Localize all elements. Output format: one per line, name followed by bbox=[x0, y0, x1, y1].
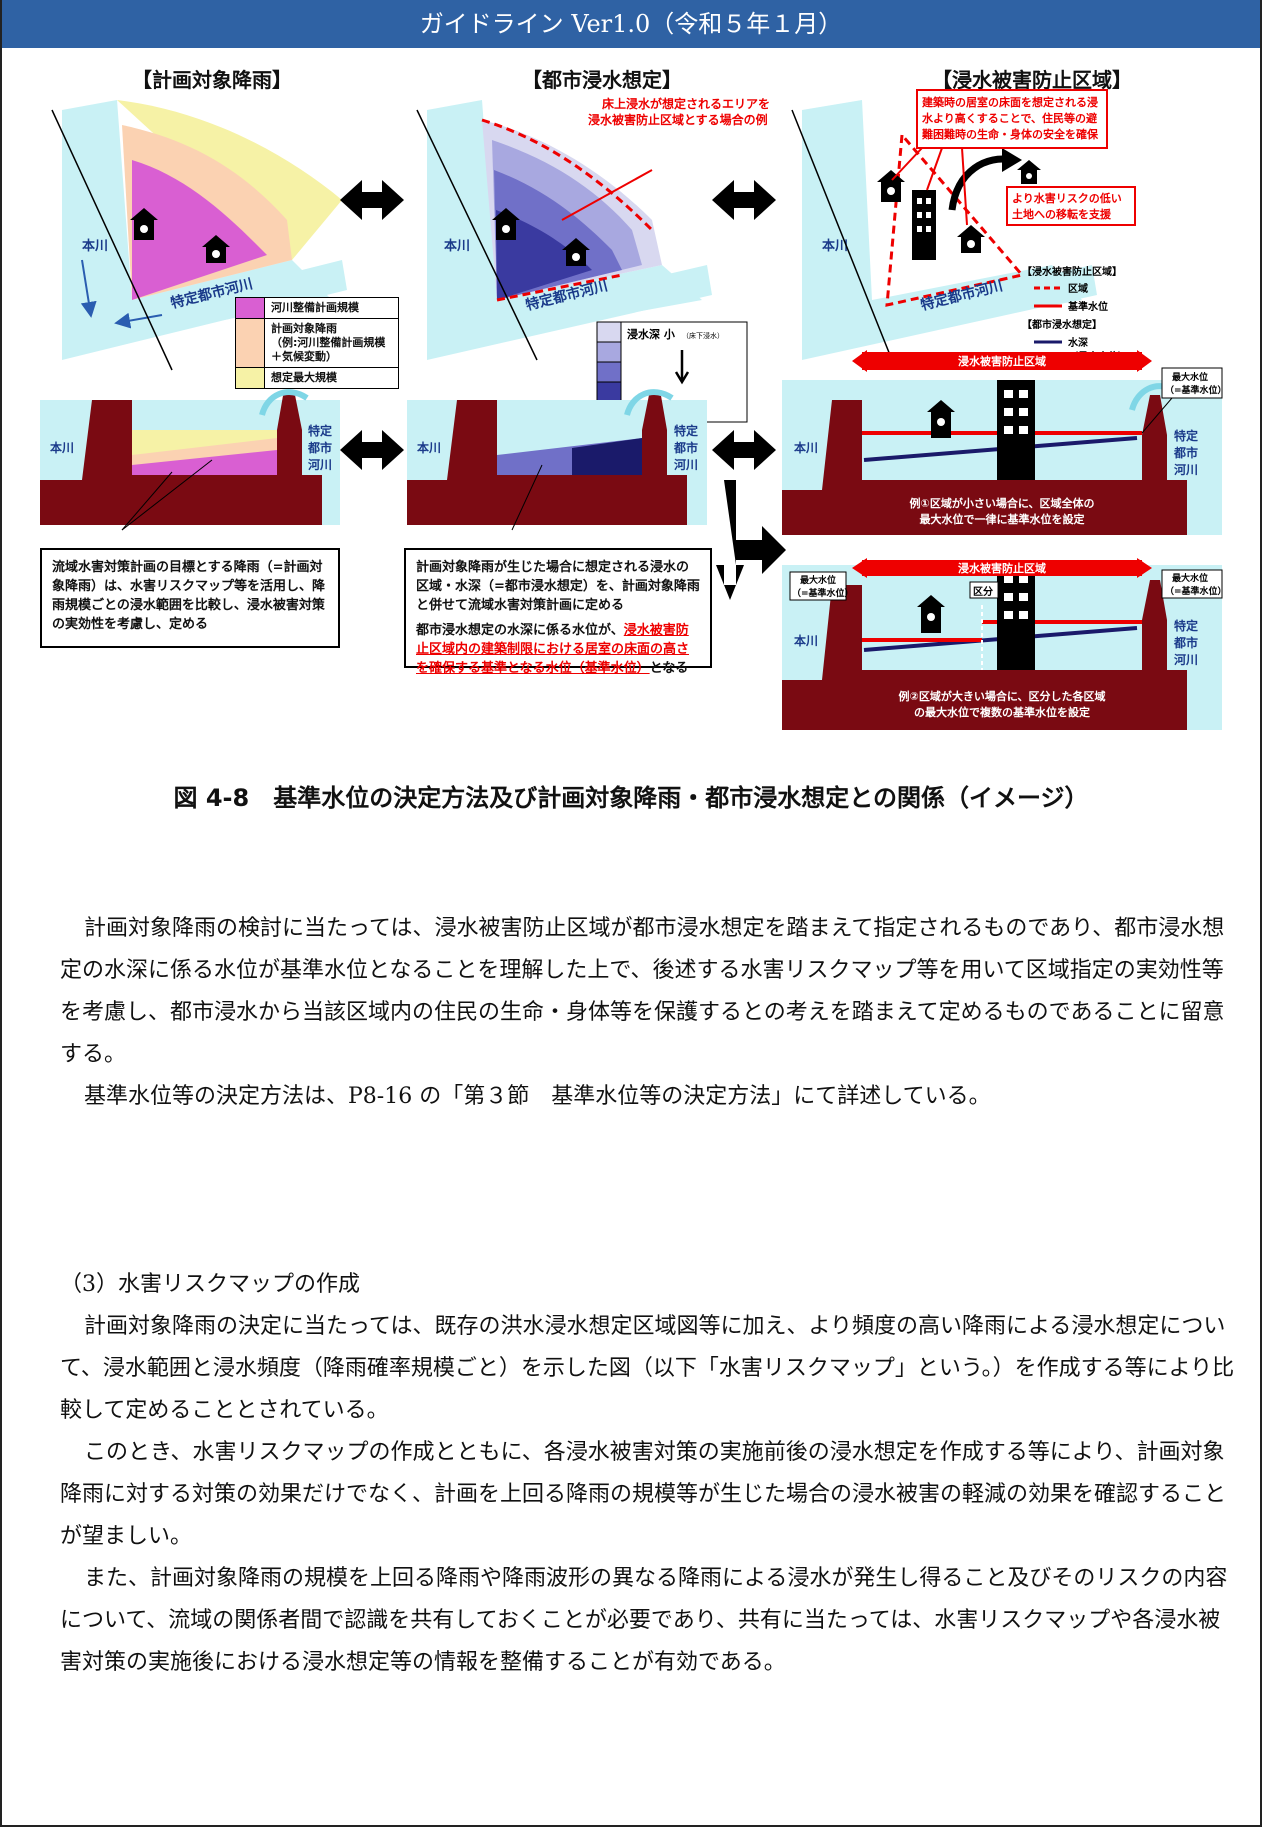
figure-graphics: 本川 特定都市河川 bbox=[40, 89, 1227, 730]
double-arrow-icon bbox=[340, 180, 786, 600]
red-note-floor-height: 建築時の居室の床面を想定される浸 水より高くすることで、住民等の避 難困難時の生… bbox=[922, 95, 1102, 141]
rain-map: 本川 特定都市河川 bbox=[51, 100, 347, 371]
urban-flood-map: 本川 特定都市河川 bbox=[416, 100, 712, 361]
svg-text:基準水位: 基準水位 bbox=[1067, 300, 1108, 313]
legend-item: 河川整備計画規模 bbox=[236, 298, 398, 319]
svg-text:特定都市河川: 特定都市河川 bbox=[1173, 618, 1198, 667]
building-icon bbox=[997, 565, 1035, 670]
house-icon bbox=[957, 225, 985, 253]
depth-shallow-label: 浸水深 小 bbox=[627, 327, 675, 341]
body-section-1: 計画対象降雨の検討に当たっては、浸水被害防止区域が都市浸水想定を踏まえて指定され… bbox=[60, 908, 1238, 1118]
paragraph: 基準水位等の決定方法は、P8-16 の「第３節 基準水位等の決定方法」にて詳述し… bbox=[84, 1084, 991, 1109]
building-icon bbox=[997, 380, 1035, 480]
figure-4-8: 【計画対象降雨】 【都市浸水想定】 【浸水被害防止区域】 本川 特定都市河川 bbox=[22, 60, 1242, 740]
house-icon bbox=[130, 208, 158, 240]
red-note-relocation: より水害リスクの低い 土地への移転を支援 bbox=[1012, 191, 1126, 221]
main-river-label: 本川 bbox=[822, 238, 848, 254]
paragraph: 計画対象降雨の検討に当たっては、浸水被害防止区域が都市浸水想定を踏まえて指定され… bbox=[60, 916, 1225, 1067]
svg-text:最大水位（=基準水位）: 最大水位（=基準水位） bbox=[792, 574, 854, 599]
panel-title-rain: 【計画対象降雨】 bbox=[132, 68, 292, 92]
red-note-flood-area: 床上浸水が想定されるエリアを 浸水被害防止区域とする場合の例 bbox=[588, 96, 774, 127]
main-river-label: 本川 bbox=[82, 238, 108, 254]
callout-urban-flood: 計画対象降雨が生じた場合に想定される浸水の区域・水深（=都市浸水想定）を、計画対… bbox=[404, 548, 712, 676]
legend-item: 想定最大規模 bbox=[236, 368, 398, 388]
house-icon bbox=[562, 238, 590, 266]
section-example-1: 本川 特定都市河川 浸水被害防止区域 最大水位（=基準水位） 例①区域が小さい場… bbox=[782, 350, 1227, 535]
svg-text:特定都市河川: 特定都市河川 bbox=[1173, 428, 1198, 477]
section-example-2: 本川 特定都市河川 浸水被害防止区域 最大水位（=基準水位） 最大水位（=基準水… bbox=[782, 558, 1227, 730]
svg-text:区域: 区域 bbox=[1068, 282, 1088, 295]
building-icon bbox=[912, 190, 936, 260]
house-icon bbox=[202, 235, 230, 263]
legend-item: 計画対象降雨 （例:河川整備計画規模 ＋気候変動） bbox=[236, 319, 398, 368]
zone-bar-label: 浸水被害防止区域 bbox=[958, 354, 1046, 368]
example-2-label: 例②区域が大きい場合に、区分した各区域の最大水位で複数の基準水位を設定 bbox=[899, 689, 1106, 719]
paragraph: 計画対象降雨の決定に当たっては、既存の洪水浸水想定区域図等に加え、より頻度の高い… bbox=[60, 1314, 1235, 1423]
svg-text:特定都市河川: 特定都市河川 bbox=[307, 423, 332, 472]
header-title: ガイドライン Ver1.0（令和５年１月） bbox=[2, 0, 1260, 48]
svg-text:最大水位（=基準水位）: 最大水位（=基準水位） bbox=[1165, 371, 1227, 396]
section-urban-flood: 本川 特定都市河川 bbox=[407, 389, 707, 531]
svg-text:（床下浸水）: （床下浸水） bbox=[682, 331, 724, 340]
main-river-label: 本川 bbox=[444, 238, 470, 254]
panel-title-prevention-zone: 【浸水被害防止区域】 bbox=[932, 68, 1132, 92]
svg-text:特定都市河川: 特定都市河川 bbox=[673, 423, 698, 472]
svg-text:浸水被害防止区域: 浸水被害防止区域 bbox=[958, 561, 1046, 575]
callout-rain: 流域水害対策計画の目標とする降雨（=計画対象降雨）は、水害リスクマップ等を活用し… bbox=[40, 548, 340, 648]
svg-text:【都市浸水想定】: 【都市浸水想定】 bbox=[1022, 318, 1102, 331]
svg-text:水深: 水深 bbox=[1067, 336, 1088, 349]
house-icon bbox=[927, 400, 955, 438]
body-section-2: （3）水害リスクマップの作成 計画対象降雨の決定に当たっては、既存の洪水浸水想定… bbox=[60, 1264, 1238, 1684]
section-heading: （3）水害リスクマップの作成 bbox=[60, 1272, 360, 1297]
section-rain: 本川 特定都市河川 bbox=[40, 389, 340, 531]
house-icon bbox=[1017, 160, 1041, 184]
paragraph: このとき、水害リスクマップの作成とともに、各浸水被害対策の実施前後の浸水想定を作… bbox=[60, 1440, 1227, 1549]
svg-text:【浸水被害防止区域】: 【浸水被害防止区域】 bbox=[1022, 265, 1122, 278]
svg-text:本川: 本川 bbox=[794, 440, 818, 455]
paragraph: また、計画対象降雨の規模を上回る降雨や降雨波形の異なる降雨による浸水が発生し得る… bbox=[60, 1566, 1228, 1675]
svg-text:区分: 区分 bbox=[973, 585, 993, 598]
example-1-label: 例①区域が小さい場合に、区域全体の最大水位で一律に基準水位を設定 bbox=[910, 496, 1095, 526]
panel-title-urban-flood: 【都市浸水想定】 bbox=[522, 68, 682, 92]
svg-text:本川: 本川 bbox=[50, 440, 74, 455]
house-icon bbox=[877, 170, 905, 202]
house-icon bbox=[917, 595, 945, 633]
figure-caption: 図 4-8 基準水位の決定方法及び計画対象降雨・都市浸水想定との関係（イメージ） bbox=[173, 784, 1089, 812]
house-icon bbox=[492, 208, 520, 240]
svg-text:本川: 本川 bbox=[794, 633, 818, 648]
rain-legend: 河川整備計画規模 計画対象降雨 （例:河川整備計画規模 ＋気候変動） 想定最大規… bbox=[235, 297, 399, 389]
svg-text:最大水位（=基準水位）: 最大水位（=基準水位） bbox=[1165, 572, 1227, 597]
svg-text:本川: 本川 bbox=[417, 440, 441, 455]
